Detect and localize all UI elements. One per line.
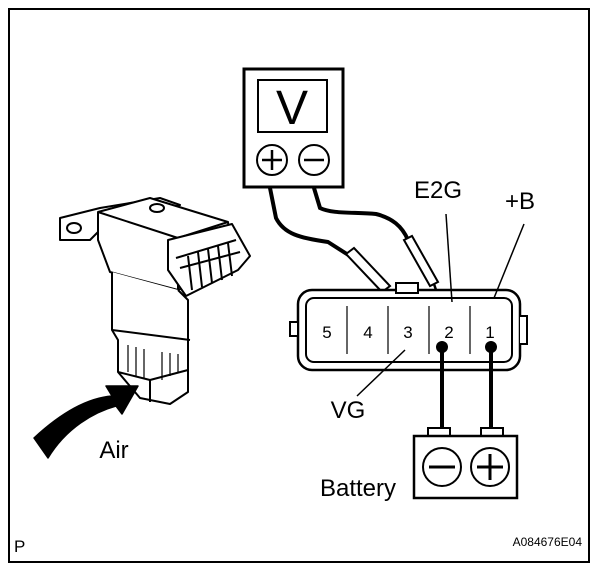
- connector: [289, 282, 528, 372]
- connector-pin-label: 3: [403, 323, 412, 342]
- figure-code: A084676E04: [513, 535, 583, 549]
- voltmeter-display: [257, 79, 328, 133]
- vg-leader: [356, 349, 406, 397]
- air-arrow: [33, 385, 139, 459]
- battery-icon: [412, 427, 519, 500]
- plus-b-leader: [493, 223, 525, 299]
- connector-pin-label: 4: [363, 323, 372, 342]
- e2g-label: E2G: [414, 177, 462, 204]
- voltmeter-display-symbol: V: [276, 82, 308, 135]
- corner-label: P: [14, 537, 25, 556]
- plus-b-label: +B: [505, 188, 535, 215]
- connector-pin-label: 1: [485, 323, 494, 342]
- connector-pin-label: 5: [322, 323, 331, 342]
- battery-label: Battery: [320, 475, 396, 502]
- lead-positive: [268, 187, 352, 258]
- air-flow-sensor: [59, 197, 251, 405]
- air-label: Air: [99, 437, 128, 464]
- frame: [8, 8, 590, 563]
- voltmeter: [242, 67, 345, 189]
- vg-label: VG: [331, 397, 366, 424]
- connector-pin-label: 2: [444, 323, 453, 342]
- e2g-leader: [445, 213, 453, 303]
- lead-negative: [312, 187, 410, 241]
